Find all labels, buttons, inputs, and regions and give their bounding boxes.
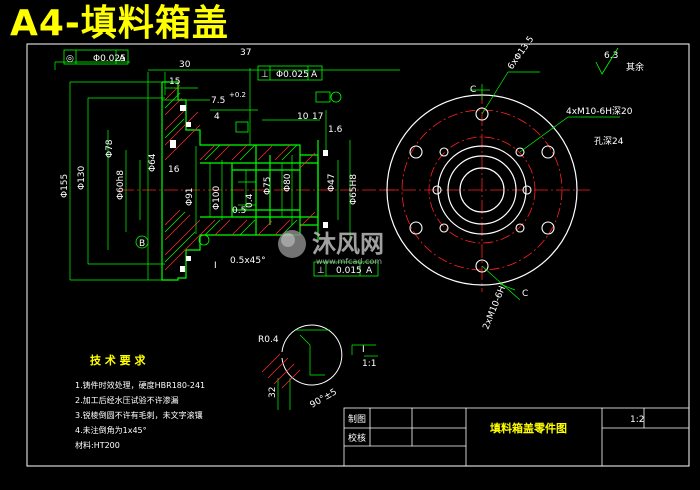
tol-frame1-symbol: ◎ xyxy=(66,54,74,64)
tech-requirements: 技 术 要 求 1.铸件时效处理，硬度HBR180-241 2.加工后经水压试验… xyxy=(75,353,205,450)
tb-drawing-name: 填料箱盖零件图 xyxy=(490,421,567,435)
section-hatch xyxy=(164,84,316,271)
datum-b-circle xyxy=(135,235,149,249)
dim-dia155: Φ155 xyxy=(60,174,70,198)
watermark-url: www.mfcad.com xyxy=(316,257,382,266)
dim-dia78: Φ78 xyxy=(105,139,115,158)
dim-16: 16 xyxy=(168,165,180,175)
detail-view-scale: 1:1 xyxy=(362,359,376,369)
hole-label: 6xΦ13.5 xyxy=(506,35,536,72)
roughness-value: 6.3 xyxy=(604,51,618,61)
dim-dia75: Φ75 xyxy=(263,176,273,195)
dim-15: 15 xyxy=(169,77,180,87)
section-labels: Φ0.025 A ◎ Φ0.025 A ⊥ 0.015 A ⊥ 30 15 37… xyxy=(60,48,373,276)
tb-scale: 1:2 xyxy=(630,415,644,425)
dim-37: 37 xyxy=(240,48,251,58)
tolerance-frame-1 xyxy=(63,49,129,65)
watermark: 沐风网 www.mfcad.com xyxy=(278,230,384,266)
dim-30: 30 xyxy=(179,60,191,70)
tol-frame1-datum: A xyxy=(119,54,126,64)
tol-frame2-datum: A xyxy=(311,70,318,80)
section-hatch-green xyxy=(164,92,298,263)
datum-b-label: B xyxy=(139,239,145,249)
hub-outer xyxy=(437,145,527,235)
dim-10: 10 xyxy=(297,112,309,122)
tol-frame1-value: Φ0.025 xyxy=(93,54,126,64)
detail-view-label: I xyxy=(362,345,365,355)
thread-label-1: 4xM10-6H深20 xyxy=(566,106,633,117)
detail-lines xyxy=(277,329,378,410)
dim-0-5: 0.5 xyxy=(232,206,246,216)
dim-1-6: 1.6 xyxy=(328,125,343,135)
tolerance-frame-2 xyxy=(257,65,323,81)
roughness-note: 其余 xyxy=(626,61,644,73)
thread-holes xyxy=(432,147,532,233)
section-c-top: C xyxy=(470,85,476,95)
hub-mid xyxy=(447,155,517,225)
tb-drawn-label: 制图 xyxy=(348,413,366,425)
dim-dia130: Φ130 xyxy=(77,165,87,190)
thread-circle xyxy=(428,136,536,244)
dim-7-5-tol: +0.2 xyxy=(229,91,246,99)
dim-dia60h8: Φ60h8 xyxy=(116,170,126,200)
drawing-title: A4-填料箱盖 xyxy=(10,3,229,44)
dim-4: 4 xyxy=(214,112,220,122)
front-view xyxy=(380,47,620,301)
dim-dia100: Φ100 xyxy=(212,185,222,210)
detail-hatch xyxy=(261,353,301,389)
tb-checked-label: 校核 xyxy=(348,432,366,444)
dim-7-5: 7.5 xyxy=(211,96,225,106)
tol-frame2-value: Φ0.025 xyxy=(276,70,309,80)
tol-frame3-symbol: ⊥ xyxy=(317,266,325,276)
thread-label-2: 2xM10-6H xyxy=(482,285,509,331)
detail-view xyxy=(261,324,378,410)
title-block-text: 制图 校核 填料箱盖零件图 1:2 xyxy=(348,413,644,444)
roughness-symbol xyxy=(595,47,619,75)
dim-0-4: 0.4 xyxy=(245,193,255,208)
bore xyxy=(459,167,505,213)
title-block xyxy=(343,407,690,467)
section-dims xyxy=(54,61,400,281)
tech-heading: 技 术 要 求 xyxy=(90,353,146,367)
tech-material: 材料:HT200 xyxy=(75,440,120,450)
dim-0-5x45: 0.5x45° xyxy=(230,256,266,266)
thread-label-1b: 孔深24 xyxy=(594,136,624,147)
detail-dim-32: 32 xyxy=(268,387,278,398)
front-leaders xyxy=(470,71,620,301)
tech-item-4: 4.未注倒角为1x45° xyxy=(75,425,147,435)
detail-labels: R0.4 32 90°±5 I 1:1 xyxy=(258,335,376,411)
tech-item-1: 1.铸件时效处理，硬度HBR180-241 xyxy=(75,380,205,390)
bolt-holes xyxy=(409,107,555,273)
tol-frame3-datum: A xyxy=(366,266,373,276)
section-c-bottom: C xyxy=(522,289,528,299)
bolt-circle xyxy=(401,109,563,271)
detail-mark-circle xyxy=(198,234,210,246)
dim-dia65: Φ65H8 xyxy=(349,174,359,205)
section-grooves xyxy=(170,105,328,272)
dim-dia64: Φ64 xyxy=(148,153,158,172)
detail-r-label: R0.4 xyxy=(258,335,279,345)
detail-i-label: I xyxy=(214,261,217,271)
tol-frame3-value: 0.015 xyxy=(336,266,362,276)
tech-item-2: 2.加工后经水压试验不许渗漏 xyxy=(75,395,179,405)
detail-circle xyxy=(281,324,343,386)
detail-angle: 90°±5 xyxy=(309,387,339,410)
watermark-text: 沐风网 xyxy=(312,230,384,258)
dim-dia91: Φ91 xyxy=(185,187,195,206)
small-box xyxy=(235,121,249,133)
section-view xyxy=(54,49,400,281)
tol-frame2-symbol: ⊥ xyxy=(261,70,269,80)
datum-box xyxy=(315,91,331,103)
datum-top-circle xyxy=(330,91,342,103)
dim-dia80: Φ80 xyxy=(283,173,293,192)
tolerance-frame-3 xyxy=(313,261,379,277)
dim-17: 17 xyxy=(312,112,323,122)
tech-item-3: 3.锐棱倒圆不许有毛刺，未文字滚镶 xyxy=(75,410,203,420)
dim-dia47: Φ47 xyxy=(327,173,337,192)
front-labels: 6xΦ13.5 4xM10-6H深20 孔深24 2xM10-6H C C 6.… xyxy=(470,35,644,331)
